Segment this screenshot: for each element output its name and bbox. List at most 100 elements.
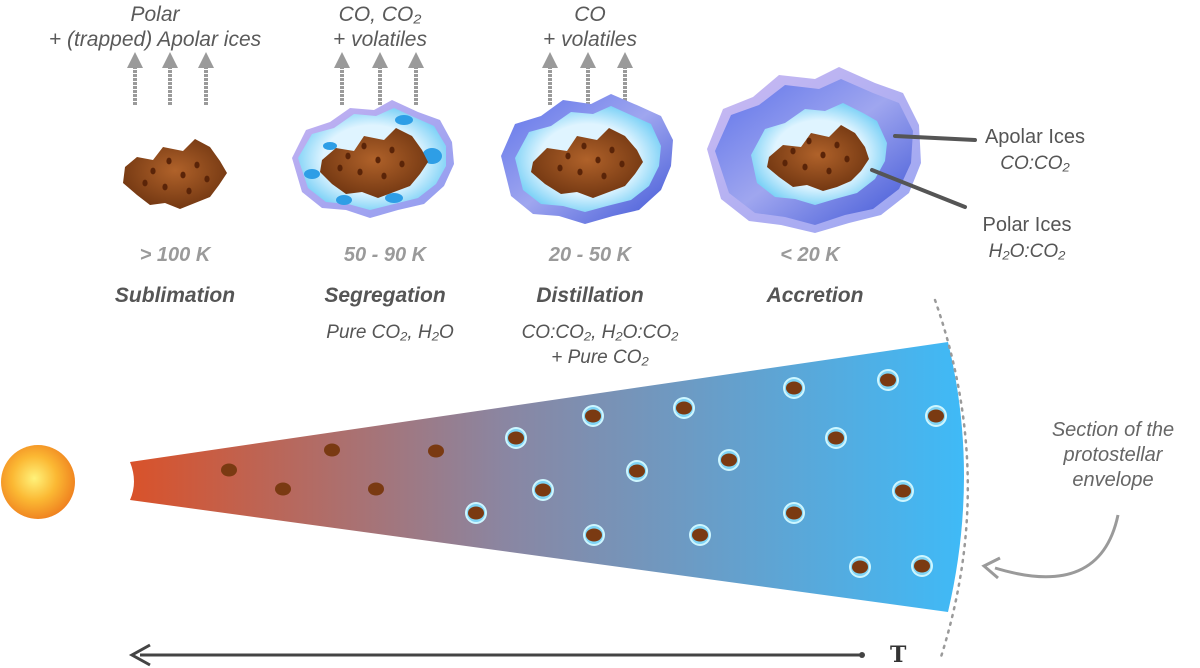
grain-speck bbox=[802, 163, 808, 171]
release-label-1-line2: + (trapped) Apolar ices bbox=[48, 28, 262, 51]
grain-speck bbox=[150, 167, 156, 175]
grain-speck bbox=[619, 160, 625, 168]
grain-speck bbox=[142, 179, 148, 187]
grain-speck bbox=[375, 156, 381, 164]
grain-speck bbox=[844, 155, 850, 163]
grain-speck bbox=[782, 159, 788, 167]
grain-speck bbox=[186, 187, 192, 195]
process-distillation: Distillation bbox=[536, 284, 644, 307]
products-distillation: CO:CO₂, H₂O:CO₂ + Pure CO₂ bbox=[490, 320, 710, 370]
release-arrow bbox=[542, 52, 558, 105]
envelope-note: Section of the protostellar envelope bbox=[1028, 418, 1198, 493]
legend-apolar: Apolar Ices CO:CO₂ bbox=[960, 124, 1110, 177]
grain-speck bbox=[609, 146, 615, 154]
release-arrow bbox=[580, 52, 596, 105]
grain-speck bbox=[166, 157, 172, 165]
products-distillation-line2: + Pure CO₂ bbox=[551, 347, 649, 368]
release-arrow bbox=[372, 52, 388, 105]
temp-accretion: < 20 K bbox=[780, 244, 840, 266]
grain-speck bbox=[577, 168, 583, 176]
release-arrow bbox=[617, 52, 633, 105]
dust-grain bbox=[586, 528, 602, 542]
envelope-note-line2: protostellar bbox=[1063, 444, 1163, 466]
legend-polar-comp: H₂O:CO₂ bbox=[988, 241, 1066, 262]
grain-speck bbox=[820, 151, 826, 159]
dust-grain bbox=[275, 482, 291, 496]
dust-grain bbox=[852, 560, 868, 574]
release-label-2: CO, CO₂ + volatiles bbox=[300, 2, 460, 52]
release-arrow bbox=[334, 52, 350, 105]
legend-apolar-title: Apolar Ices bbox=[984, 126, 1086, 148]
grain-speck bbox=[194, 161, 200, 169]
grain-speck bbox=[595, 156, 601, 164]
dust-grain bbox=[928, 409, 944, 423]
legend-polar-title: Polar Ices bbox=[982, 214, 1072, 236]
grain-speck bbox=[399, 160, 405, 168]
grain-speck bbox=[790, 147, 796, 155]
dust-grain bbox=[880, 373, 896, 387]
dust-grain bbox=[895, 484, 911, 498]
envelope-note-line1: Section of the bbox=[1051, 419, 1175, 441]
grain-speck bbox=[826, 167, 832, 175]
dust-grain bbox=[508, 431, 524, 445]
dust-grain bbox=[692, 528, 708, 542]
products-distillation-line1: CO:CO₂, H₂O:CO₂ bbox=[521, 322, 679, 343]
envelope-section bbox=[130, 342, 964, 612]
release-label-1: Polar + (trapped) Apolar ices bbox=[20, 2, 290, 52]
dust-grain bbox=[914, 559, 930, 573]
release-label-3-line2: + volatiles bbox=[543, 28, 637, 51]
legend-pointers bbox=[870, 134, 977, 209]
release-label-3-line1: CO bbox=[574, 3, 606, 26]
grain-speck bbox=[834, 141, 840, 149]
temperature-axis-label: T bbox=[890, 642, 907, 668]
legend-polar: Polar Ices H₂O:CO₂ bbox=[952, 212, 1102, 265]
grain-speck bbox=[337, 164, 343, 172]
dust-grain bbox=[676, 401, 692, 415]
grain-speck bbox=[389, 146, 395, 154]
release-label-2-line2: + volatiles bbox=[333, 28, 427, 51]
temp-segregation: 50 - 90 K bbox=[343, 244, 427, 266]
dust-grain bbox=[585, 409, 601, 423]
release-arrow bbox=[127, 52, 143, 105]
process-segregation: Segregation bbox=[324, 284, 446, 307]
dust-grain bbox=[468, 506, 484, 520]
grain-speck bbox=[381, 172, 387, 180]
release-arrow bbox=[408, 52, 424, 105]
cone-grains bbox=[221, 369, 947, 578]
grain-speck bbox=[162, 183, 168, 191]
temperature-axis bbox=[128, 643, 865, 667]
process-sublimation: Sublimation bbox=[114, 284, 236, 307]
dust-grain bbox=[221, 463, 237, 477]
grain-speck bbox=[806, 137, 812, 145]
products-segregation: Pure CO₂, H₂O bbox=[326, 322, 454, 343]
release-arrow bbox=[198, 52, 214, 105]
grain-speck bbox=[565, 152, 571, 160]
dust-grain bbox=[535, 483, 551, 497]
temp-sublimation: > 100 K bbox=[139, 244, 211, 266]
dust-grain bbox=[629, 464, 645, 478]
grain-accretion bbox=[707, 67, 921, 233]
release-arrow bbox=[162, 52, 178, 105]
dust-grain bbox=[368, 482, 384, 496]
grain-distillation bbox=[501, 94, 673, 224]
grain-speck bbox=[581, 142, 587, 150]
dust-grain bbox=[428, 444, 444, 458]
grain-speck bbox=[357, 168, 363, 176]
envelope-boundary bbox=[933, 298, 969, 662]
grain-speck bbox=[601, 172, 607, 180]
release-label-1-line1: Polar bbox=[130, 3, 180, 26]
protostar bbox=[1, 445, 75, 519]
process-accretion: Accretion bbox=[766, 284, 864, 307]
grain-speck bbox=[204, 175, 210, 183]
note-arrow bbox=[981, 514, 1120, 580]
grain-sublimation bbox=[123, 139, 227, 209]
dust-grain bbox=[786, 506, 802, 520]
release-label-2-line1: CO, CO₂ bbox=[338, 3, 422, 26]
dust-grain bbox=[324, 443, 340, 457]
dust-grain bbox=[828, 431, 844, 445]
grain-speck bbox=[557, 164, 563, 172]
grain-speck bbox=[345, 152, 351, 160]
dust-grain bbox=[721, 453, 737, 467]
legend-apolar-comp: CO:CO₂ bbox=[1000, 153, 1070, 174]
